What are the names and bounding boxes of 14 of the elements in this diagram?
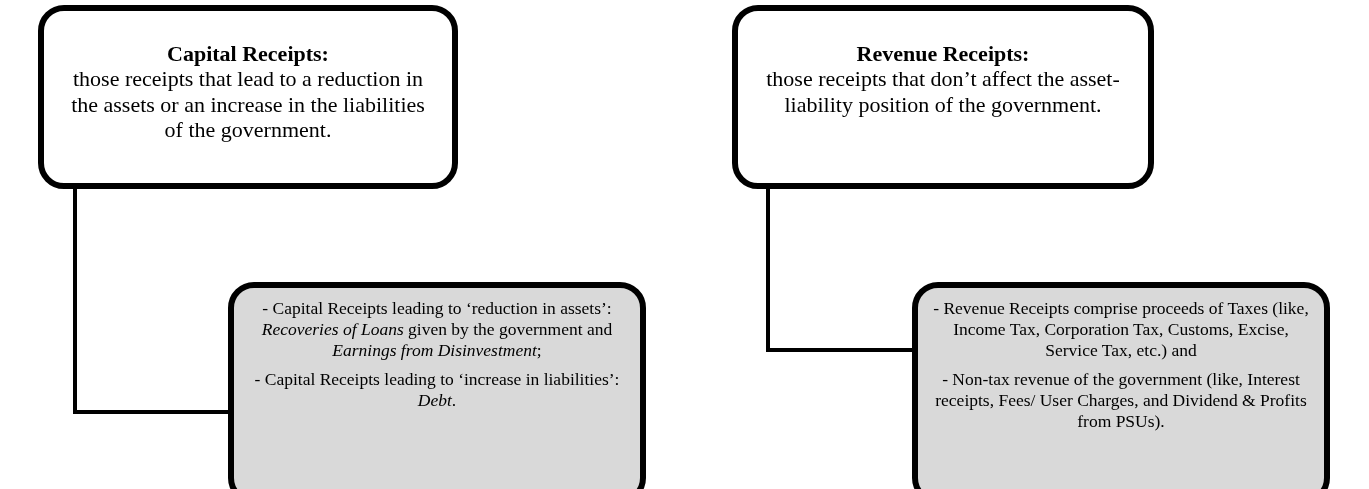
bullet-text: - Non-tax revenue of the government (like, Interest receipts, Fees/ User Charges, and Dividend & Profits from PSUs). <box>934 369 1308 432</box>
bullet-text: - Revenue Receipts comprise proceeds of Taxes (like, Income Tax, Corporation Tax, Customs, Excise, Service Tax, etc.) and <box>932 298 1310 361</box>
bullet-text: - Capital Receipts leading to ‘reduction in assets’: Recoveries of Loans given by the government and Earnings from Disinvestment; <box>260 298 614 361</box>
box-heading: Revenue Receipts: <box>856 41 1030 67</box>
detail-box <box>912 282 1330 489</box>
box-heading: Capital Receipts: <box>167 41 329 67</box>
box-description: those receipts that lead to a reduction in the assets or an increase in the liabilities of the government. <box>70 66 426 143</box>
box-description: those receipts that don’t affect the asset-liability position of the government. <box>765 66 1121 117</box>
detail-box <box>228 282 646 489</box>
connector-line <box>73 189 228 414</box>
bullet-text: - Capital Receipts leading to ‘increase in liabilities’: Debt. <box>253 369 621 411</box>
definition-box <box>732 5 1154 189</box>
definition-box <box>38 5 458 189</box>
connector-line <box>766 189 912 352</box>
